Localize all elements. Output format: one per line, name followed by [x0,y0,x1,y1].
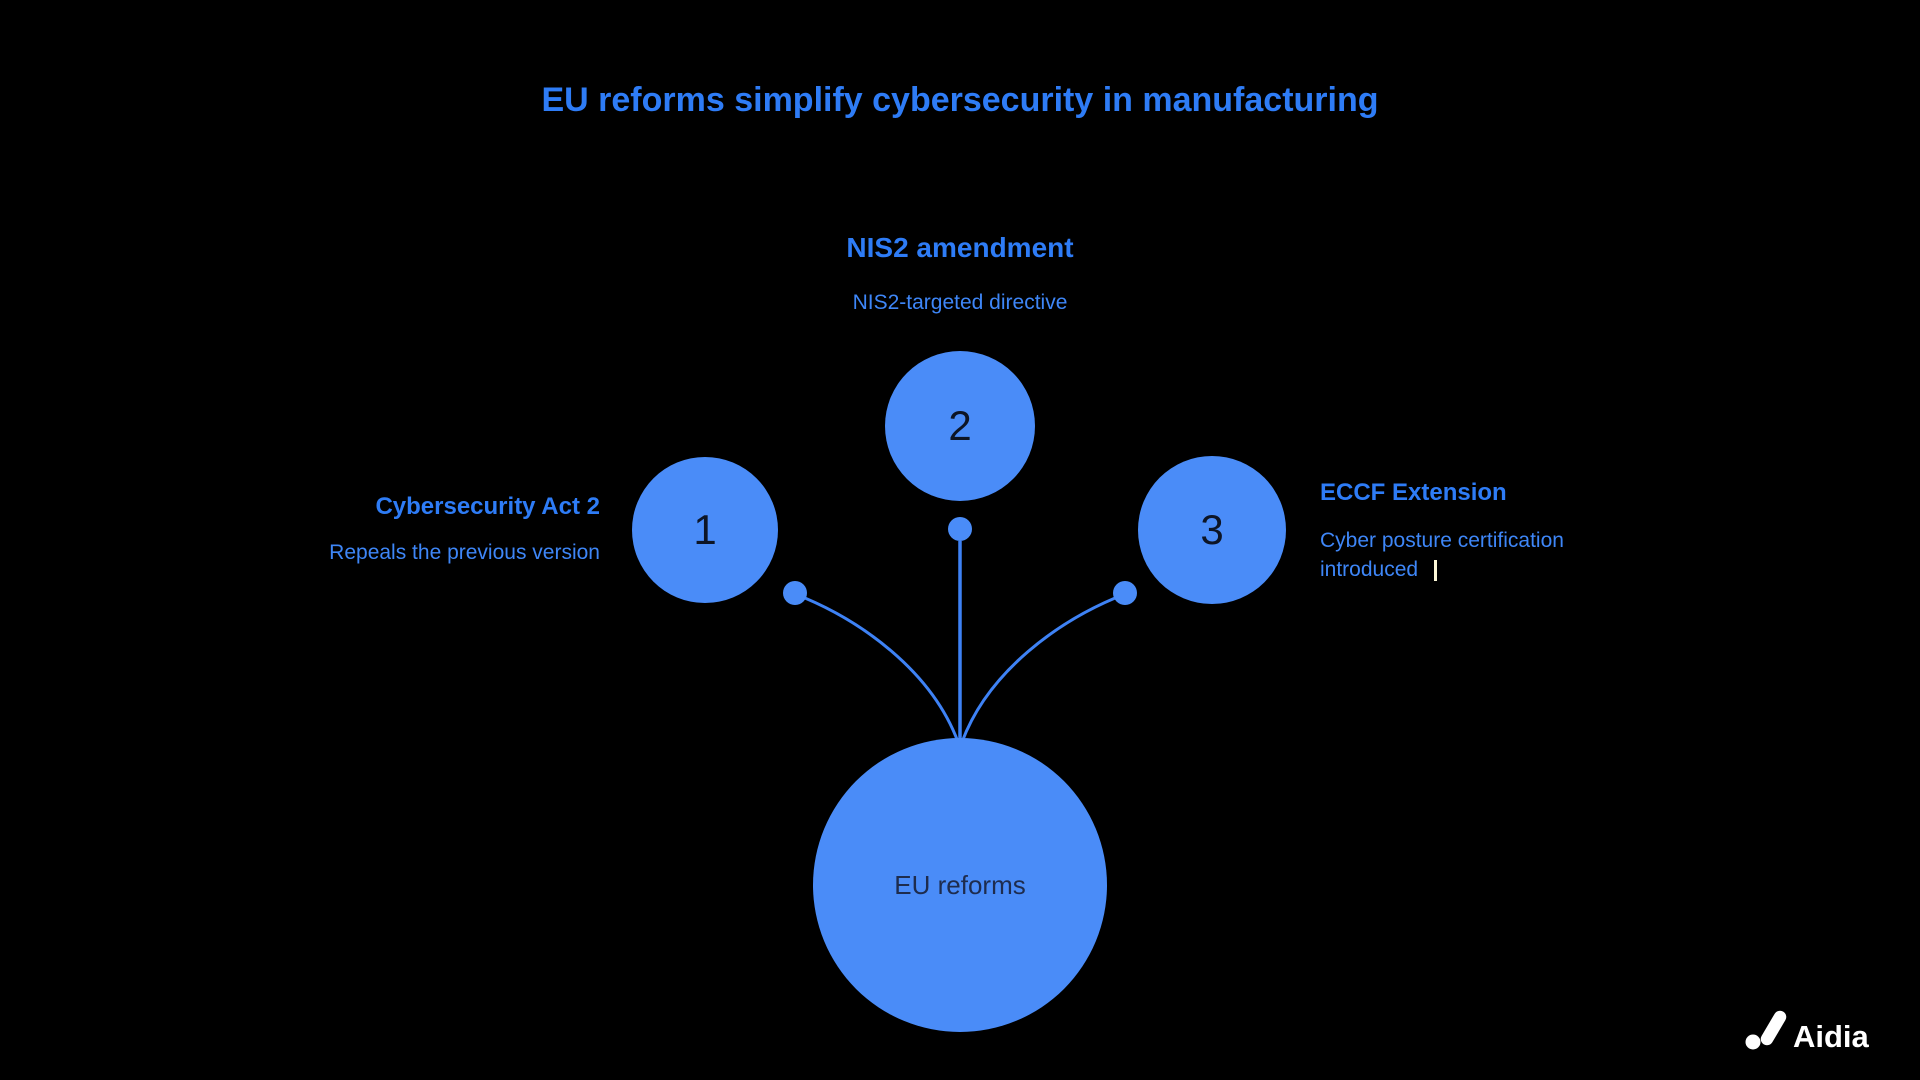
center-node[interactable]: EU reforms [813,738,1107,1032]
branch-3-number: 3 [1200,506,1224,553]
center-node-label: EU reforms [894,869,1026,900]
connector-curve-branch-3 [960,592,1126,743]
branch-node-2[interactable]: 2 [885,351,1035,501]
connector-dot-branch-2 [948,517,972,541]
text-edit-caret [1434,560,1437,581]
branch-node-3[interactable]: 3 [1138,456,1286,604]
connector-curve-branch-1 [794,592,960,743]
branch-2-number: 2 [948,402,972,449]
branch-node-1[interactable]: 1 [632,457,778,603]
branch-3-heading[interactable]: ECCF Extension [1320,479,1507,506]
aidia-logo: Aidia [1726,998,1920,1065]
branch-3-description[interactable]: Cyber posture certification introduced [1320,529,1564,581]
branch-1-heading[interactable]: Cybersecurity Act 2 [375,493,600,520]
branch-1-number: 1 [693,506,717,553]
branch-1-description[interactable]: Repeals the previous version [329,541,600,564]
connector-dot-branch-1 [783,581,807,605]
aidia-logo-text: Aidia [1793,1019,1870,1054]
logo-dot [1745,1034,1761,1050]
aidia-logo-icon: Aidia [1745,1010,1870,1054]
branch-2-heading[interactable]: NIS2 amendment [846,232,1074,263]
logo-slash [1760,1010,1787,1046]
branch-2-description[interactable]: NIS2-targeted directive [852,291,1068,314]
diagram-title[interactable]: EU reforms simplify cybersecurity in man… [541,81,1379,119]
connector-dot-branch-3 [1113,581,1137,605]
